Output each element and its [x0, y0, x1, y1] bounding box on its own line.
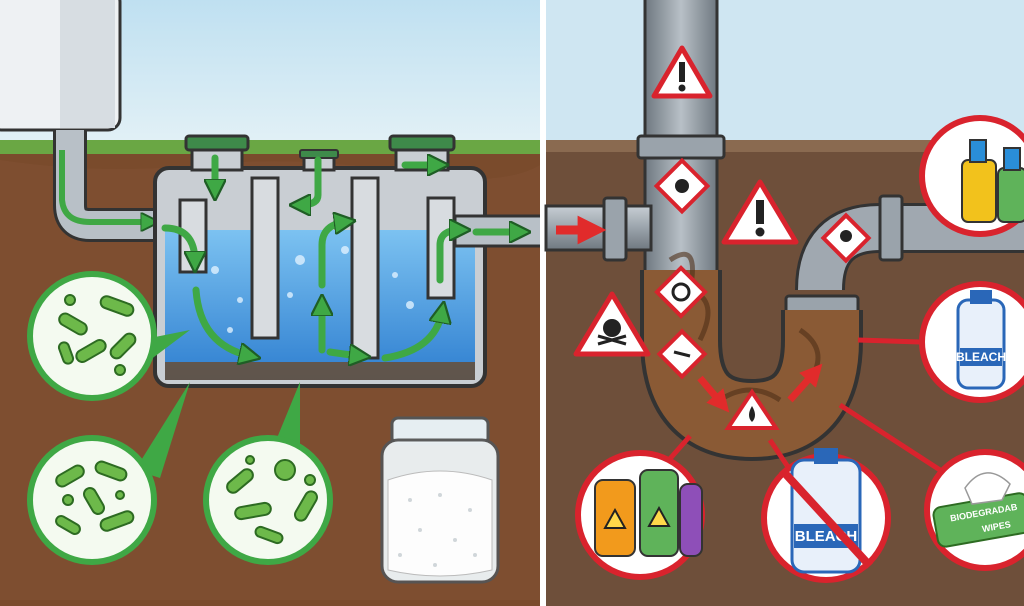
exclamation-icon-large — [721, 179, 799, 245]
additive-jar — [380, 416, 500, 584]
bleach-circle: BLEACH — [919, 281, 1024, 403]
corrosive-icon — [656, 328, 708, 380]
skull-crossbones-icon — [573, 291, 651, 357]
bleach-prohibited-circle: BLEACH — [761, 448, 891, 583]
flame-icon — [724, 388, 780, 430]
chemicals-circle — [575, 450, 705, 580]
riser-lid-1 — [184, 134, 250, 152]
spray-cleaners-circle — [919, 115, 1024, 237]
bacteria-circle-1 — [27, 271, 157, 401]
skull-diamond-icon — [820, 212, 872, 264]
sky-right — [546, 0, 1024, 150]
biohazard-icon — [654, 265, 708, 319]
bacteria-circle-3 — [203, 435, 333, 565]
wipes-label-line2: WIPES — [981, 519, 1011, 534]
left-panel-septic — [0, 0, 547, 606]
right-panel-pipe: BLEACH BLEACH BIODEGRADAB WIPES — [544, 0, 1024, 606]
bacteria-circle-2 — [27, 435, 157, 565]
wipes-circle: BIODEGRADAB WIPES — [924, 449, 1024, 571]
hazard-diamond-health — [653, 157, 711, 215]
exclamation-icon — [651, 45, 713, 99]
riser-lid-3 — [388, 134, 456, 152]
prohibited-slash — [779, 467, 873, 569]
panel-divider — [540, 0, 546, 606]
sludge — [165, 362, 475, 380]
bleach-label-1: BLEACH — [956, 350, 1006, 364]
